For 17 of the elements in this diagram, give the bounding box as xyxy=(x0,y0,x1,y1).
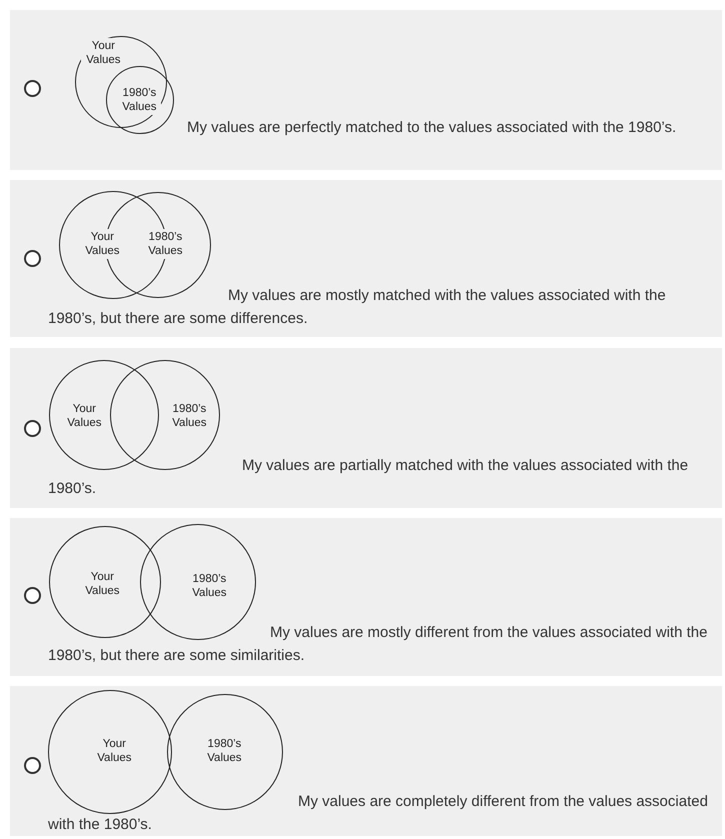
option-text: My values are mostly matched with the values associated with the 1980’s, but there are some differences. xyxy=(48,286,667,329)
option-text: My values are completely different from the values associated with the 1980’s. xyxy=(48,792,709,835)
venn-circle xyxy=(106,66,174,134)
venn-circle xyxy=(167,694,283,810)
option-panel xyxy=(10,686,722,836)
option-text: My values are partially matched with the values associated with the 1980’s. xyxy=(48,456,690,499)
venn-circle xyxy=(48,690,172,814)
venn-circle xyxy=(140,524,256,640)
venn-circle xyxy=(49,526,161,638)
option-panel xyxy=(10,348,722,508)
option-text: My values are perfectly matched to the values associated with the 1980’s. xyxy=(186,118,678,138)
venn-circle xyxy=(110,360,220,470)
option-panel xyxy=(10,10,722,170)
venn-circle xyxy=(49,360,159,470)
option-panel xyxy=(10,180,722,337)
option-panel xyxy=(10,518,722,676)
option-text: My values are mostly different from the values associated with the 1980’s, but there are some similarities. xyxy=(48,623,708,666)
